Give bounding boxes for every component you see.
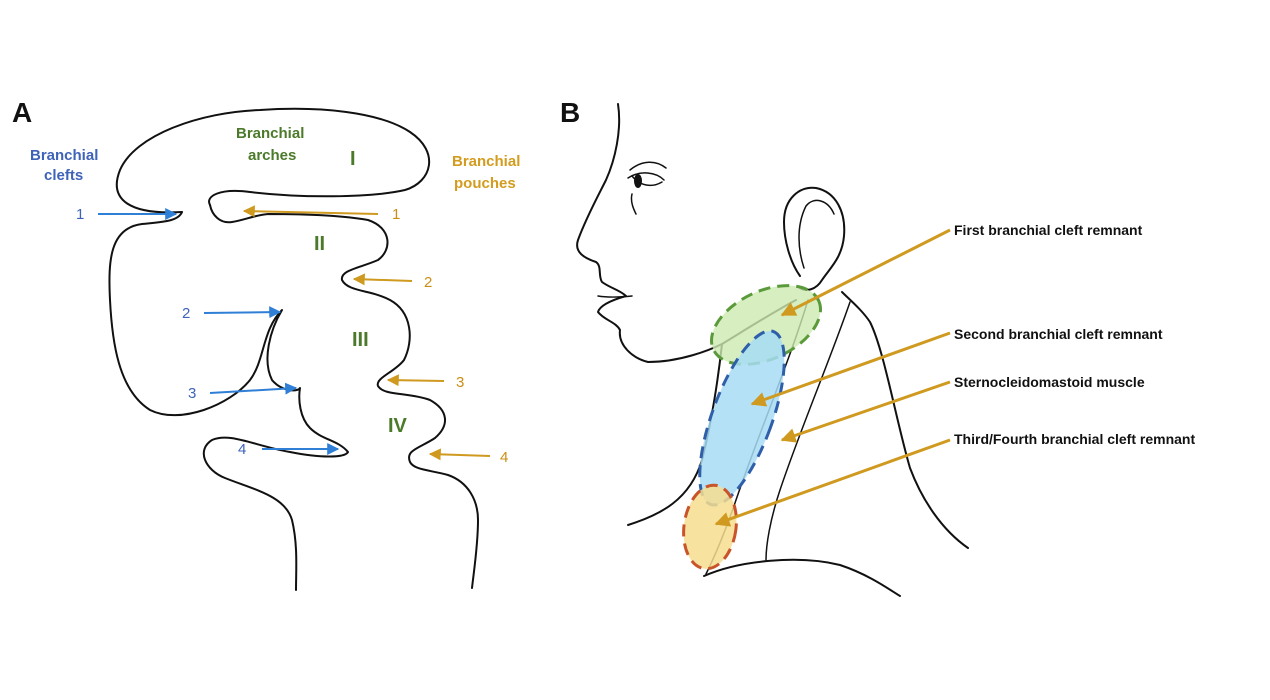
arch-iii-numeral: III: [352, 329, 369, 351]
arch-iv-numeral: IV: [388, 415, 408, 437]
cleft-2-arrow: [203, 306, 282, 319]
pouch-3-number: 3: [456, 374, 464, 391]
cleft-3-number: 3: [188, 385, 196, 402]
pouch-3-arrow: [386, 374, 445, 387]
cleft-3-arrow: [209, 382, 298, 395]
second-remnant-pointer: [750, 331, 951, 407]
scm-pointer: [780, 380, 951, 443]
pouch-4-number: 4: [500, 449, 508, 466]
cleft-2-number: 2: [182, 305, 190, 322]
first-remnant-pointer: [780, 228, 951, 317]
arch-i-outline: [115, 107, 430, 214]
third-fourth-cleft-remnant-oval: [682, 483, 738, 571]
branchial-pouches-label-line2: pouches: [454, 175, 516, 192]
second-cleft-remnant-oval: [698, 329, 786, 507]
eye-lower: [631, 175, 663, 187]
third-fourth-remnant-label: Third/Fourth branchial cleft remnant: [954, 431, 1195, 447]
arch-ii-numeral: II: [314, 233, 325, 255]
pouch-2-arrow: [352, 273, 413, 286]
branchial-clefts-label-line1: Branchial: [30, 147, 98, 164]
cleft-1-number: 1: [76, 206, 84, 223]
panel-a-letter: A: [12, 97, 32, 128]
pouch-2-number: 2: [424, 274, 432, 291]
back-neck-outline: [841, 291, 969, 549]
pharyngeal-body-left-outline: [108, 211, 349, 591]
branchial-pouches-label-line1: Branchial: [452, 153, 520, 170]
eyebrow: [629, 161, 667, 171]
pharyngeal-body-right-outline: [209, 204, 479, 589]
panel-b-letter: B: [560, 97, 580, 128]
first-remnant-label: First branchial cleft remnant: [954, 222, 1143, 238]
face-profile-outline: [576, 103, 723, 363]
branchial-clefts-label-line2: clefts: [44, 167, 83, 184]
cheek-line: [630, 193, 637, 215]
third-remnant-pointer: [714, 438, 951, 527]
panel-a: A Branchial clefts Branchial arches Bran…: [12, 97, 520, 591]
clavicle-outline: [703, 558, 901, 597]
arch-i-numeral: I: [350, 148, 356, 170]
pouch-1-arrow: [242, 205, 379, 218]
scm-back-line: [765, 301, 851, 561]
pouch-1-number: 1: [392, 206, 400, 223]
ear-inner: [798, 199, 835, 269]
branchial-arches-label-line1: Branchial: [236, 125, 304, 142]
cleft-4-number: 4: [238, 441, 246, 458]
panel-b: B First branch: [560, 97, 1195, 597]
ear-outline: [783, 186, 846, 291]
second-remnant-label: Second branchial cleft remnant: [954, 326, 1163, 342]
scm-label: Sternocleidomastoid muscle: [954, 374, 1145, 390]
pouch-4-arrow: [428, 448, 491, 461]
pupil-icon: [634, 174, 642, 188]
mouth-line: [597, 295, 633, 298]
branchial-arches-label-line2: arches: [248, 147, 296, 164]
eyelid: [627, 172, 665, 181]
